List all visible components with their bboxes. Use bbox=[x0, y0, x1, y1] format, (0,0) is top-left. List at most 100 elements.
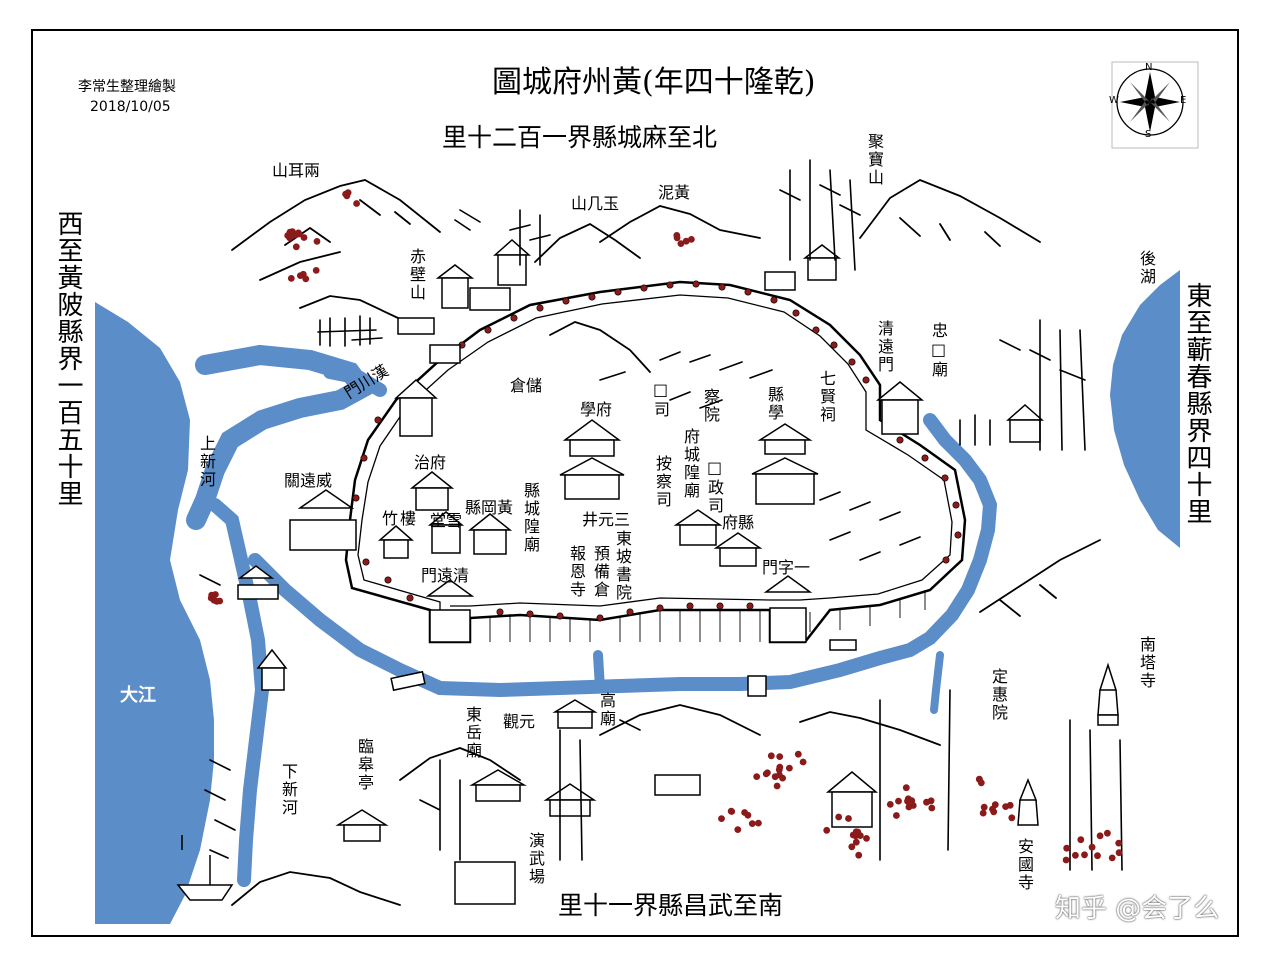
wall-marker bbox=[941, 474, 949, 482]
blossom-dot bbox=[1072, 851, 1079, 859]
blossom-dot bbox=[286, 234, 293, 242]
wall-marker bbox=[384, 576, 392, 584]
hall-zhulou bbox=[378, 525, 414, 559]
mountain-inner-north bbox=[549, 321, 651, 373]
mountain-yuji bbox=[534, 222, 641, 263]
blossom-dot bbox=[794, 750, 802, 758]
blossom-dot bbox=[799, 758, 807, 766]
label-weiyuan-guan: 關遠威 bbox=[284, 471, 333, 490]
blossom-dot bbox=[753, 773, 761, 780]
east-lake-water bbox=[1110, 270, 1180, 548]
wall-markers bbox=[352, 280, 962, 622]
blossom-dot bbox=[893, 812, 900, 819]
wall-marker bbox=[954, 531, 962, 539]
bridges bbox=[390, 639, 857, 697]
blossom-dot bbox=[928, 804, 936, 812]
trees-inner-east bbox=[819, 491, 921, 561]
label-zheng-si: □政司 bbox=[705, 458, 724, 515]
label-cang-chu: 倉儲 bbox=[510, 376, 543, 395]
blossom-dot bbox=[299, 270, 307, 278]
gate-yuanqing bbox=[425, 579, 475, 643]
north-boundary-label: 里十二百一界縣城麻至北 bbox=[442, 123, 718, 152]
wall-marker bbox=[716, 602, 724, 610]
label-huanggang-xian: 縣岡黃 bbox=[465, 498, 514, 517]
blossom-dot bbox=[771, 773, 779, 781]
west-pavilion bbox=[237, 565, 279, 600]
wall-marker bbox=[596, 614, 604, 622]
north-pavilion bbox=[435, 264, 475, 309]
south-shrine bbox=[654, 774, 701, 796]
blossom-dot bbox=[292, 243, 300, 251]
wall-marker bbox=[692, 280, 700, 288]
blossom-dot bbox=[1002, 803, 1009, 810]
blossom-dot bbox=[852, 838, 860, 846]
east-lake-label: 後湖 bbox=[1137, 250, 1156, 286]
label-xian-fu: 府縣 bbox=[722, 513, 755, 532]
wall-marker bbox=[510, 314, 518, 322]
trees-east bbox=[959, 319, 1086, 451]
label-yuanqing-men: 門遠清 bbox=[421, 566, 470, 585]
blossom-dot bbox=[286, 228, 294, 236]
south-moat bbox=[248, 413, 998, 698]
label-xian-xue: 縣學 bbox=[765, 386, 784, 422]
blossom-dot bbox=[1008, 814, 1016, 822]
bridge-east bbox=[829, 639, 857, 651]
blossom-dot bbox=[977, 779, 985, 787]
wall-marker bbox=[792, 309, 800, 317]
wall-marker bbox=[942, 556, 950, 564]
wall-marker bbox=[360, 454, 368, 462]
label-zhu-lou: 竹樓 bbox=[382, 509, 419, 528]
compass-south-label: S bbox=[1145, 129, 1152, 140]
city-wall bbox=[344, 280, 967, 644]
blossom-dot bbox=[848, 843, 856, 851]
blossom-dot bbox=[755, 819, 762, 827]
trees-north bbox=[454, 209, 551, 266]
hall-xuefu bbox=[559, 419, 625, 500]
label-si1: □司 bbox=[651, 380, 670, 419]
south-boundary-label: 里十一界縣昌武至南 bbox=[558, 891, 784, 920]
city-wall-outer bbox=[344, 280, 967, 644]
hall-xianxue bbox=[751, 423, 819, 505]
label-anguo-si: 安國寺 bbox=[1015, 838, 1034, 892]
blossom-dot bbox=[895, 797, 902, 805]
label-cha-yuan: 察院 bbox=[701, 388, 720, 424]
blossom-dot bbox=[863, 835, 870, 842]
label-ni-huang: 泥黃 bbox=[658, 183, 691, 202]
wall-marker bbox=[640, 284, 648, 292]
wall-marker bbox=[626, 608, 634, 616]
north-inlet bbox=[593, 650, 605, 693]
zhong-shrine bbox=[1006, 403, 1044, 443]
blossom-dot bbox=[741, 809, 748, 816]
blossom-dot bbox=[779, 774, 786, 782]
label-nanta-si: 南塔寺 bbox=[1137, 636, 1156, 690]
blossom-dot bbox=[1062, 856, 1070, 864]
label-xian-chenghuang-miao: 縣城隍廟 bbox=[521, 482, 540, 554]
label-yizi-men: 門字一 bbox=[762, 558, 811, 577]
blossom-dot bbox=[776, 753, 784, 760]
blossom-dot bbox=[342, 190, 349, 198]
compass-rose-icon bbox=[1111, 61, 1199, 149]
mountain-sw bbox=[231, 871, 401, 906]
credit-date: 2018/10/05 bbox=[90, 99, 171, 115]
label-fu-chenghuang-miao: 府城隍廟 bbox=[681, 428, 700, 500]
gate-hanchuan bbox=[394, 378, 438, 437]
trees-south bbox=[419, 689, 1123, 871]
blossom-dot bbox=[727, 807, 735, 815]
label-xue-fu: 學府 bbox=[580, 400, 613, 419]
dinghui-gate bbox=[825, 771, 879, 828]
label-yuan-guan: 觀元 bbox=[503, 712, 536, 731]
wall-marker bbox=[374, 416, 382, 424]
blossom-dot bbox=[979, 809, 987, 817]
wall-marker bbox=[848, 358, 856, 366]
upper-creek-label: 上新河 bbox=[197, 435, 216, 489]
wall-marker bbox=[686, 602, 694, 610]
anguo-pagoda bbox=[1017, 777, 1039, 826]
gate-yizi bbox=[763, 575, 813, 643]
blossom-dot bbox=[1063, 844, 1071, 852]
label-dongpo-shuyuan: 東坡書院 bbox=[613, 530, 632, 602]
dongyue-temple bbox=[469, 769, 527, 802]
blossom-dot bbox=[886, 801, 894, 808]
yanwu-hall bbox=[454, 861, 516, 905]
blossom-dot bbox=[677, 240, 685, 248]
wall-marker bbox=[562, 297, 570, 305]
